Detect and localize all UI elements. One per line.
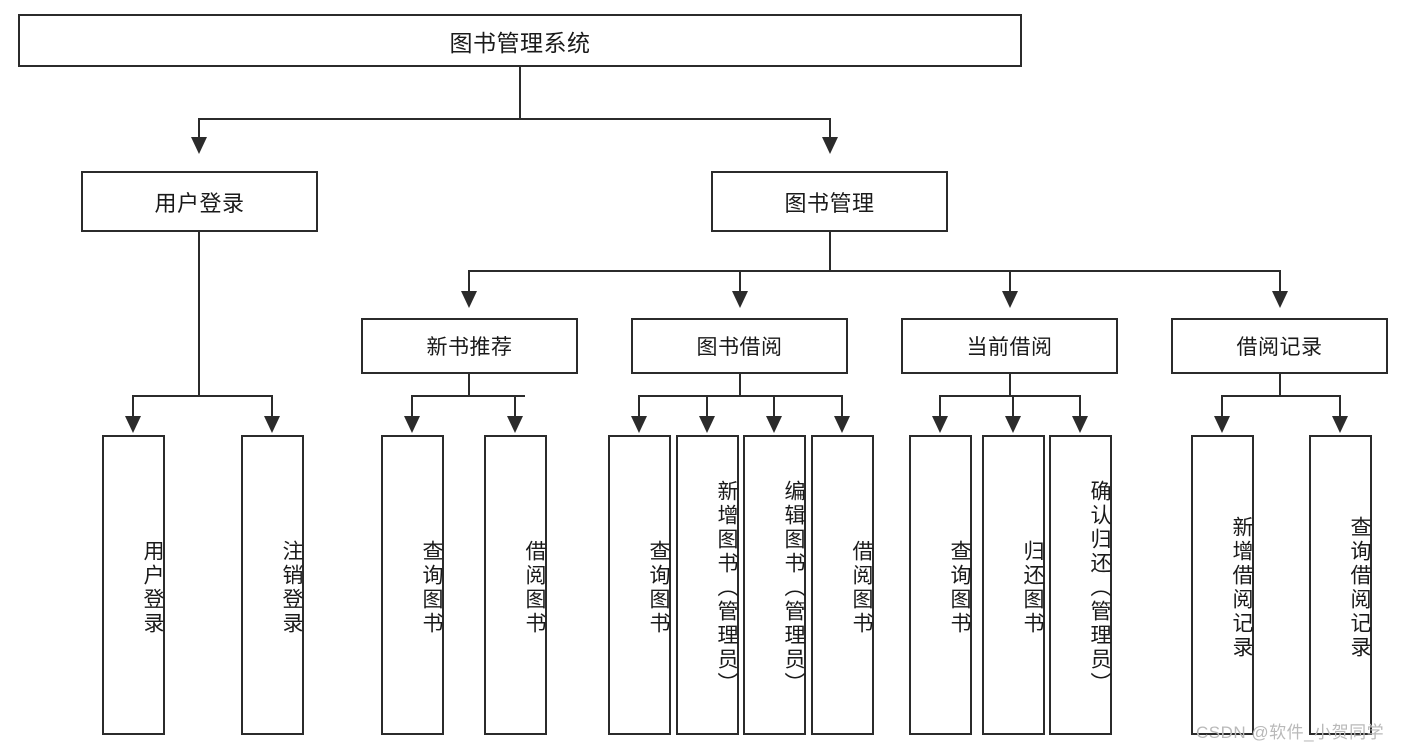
node-label: 新增借阅记录 (1230, 516, 1253, 660)
node-label: 查询图书 (948, 540, 971, 636)
arrow-to-new-book-rec (461, 291, 477, 308)
node-label: 确认归还（管理员） (1088, 480, 1111, 696)
edge-borrowrecord-bus (1221, 395, 1341, 397)
node-label: 图书管理系统 (449, 29, 591, 56)
edge-currentborrow-drop-1 (939, 395, 941, 417)
node-leaf-borrow-book-1[interactable]: 借阅图书 (484, 435, 547, 735)
node-leaf-add-book-admin[interactable]: 新增图书（管理员） (676, 435, 739, 735)
arrow-to-leaf-logout (264, 416, 280, 433)
node-root-system[interactable]: 图书管理系统 (18, 14, 1022, 67)
edge-bookborrow-drop-1 (638, 395, 640, 417)
edge-bookmanage-drop-1 (468, 270, 470, 292)
node-leaf-confirm-return-admin[interactable]: 确认归还（管理员） (1049, 435, 1112, 735)
edge-root-bus (198, 118, 831, 120)
edge-bookmanage-bus (468, 270, 1280, 272)
node-leaf-edit-book-admin[interactable]: 编辑图书（管理员） (743, 435, 806, 735)
edge-currentborrow-drop-3 (1079, 395, 1081, 417)
edge-bookborrow-trunk (739, 374, 741, 396)
arrow-to-leaf-query-record (1332, 416, 1348, 433)
edge-currentborrow-drop-2 (1012, 395, 1014, 417)
node-borrow-records[interactable]: 借阅记录 (1171, 318, 1388, 374)
arrow-to-leaf-return-book (1005, 416, 1021, 433)
edge-userlogin-trunk (198, 232, 200, 396)
edge-userlogin-bus (132, 395, 273, 397)
edge-borrowrecord-drop-1 (1221, 395, 1223, 417)
edge-newbook-drop-1 (411, 395, 413, 417)
edge-bookborrow-bus (638, 395, 842, 397)
arrow-to-leaf-query-book-1 (404, 416, 420, 433)
arrow-to-borrow-record (1272, 291, 1288, 308)
edge-root-drop-2 (829, 118, 831, 138)
edge-root-trunk (519, 67, 521, 119)
arrow-to-leaf-add-record (1214, 416, 1230, 433)
node-label: 借阅记录 (1236, 336, 1323, 359)
edge-userlogin-drop-2 (271, 395, 273, 417)
arrow-to-leaf-query-book-2 (631, 416, 647, 433)
arrow-to-leaf-borrow-book-1 (507, 416, 523, 433)
edge-newbook-bus (411, 395, 525, 397)
edge-bookborrow-drop-4 (841, 395, 843, 417)
arrow-to-leaf-query-book-3 (932, 416, 948, 433)
node-label: 用户登录 (141, 540, 164, 636)
node-leaf-query-book-3[interactable]: 查询图书 (909, 435, 972, 735)
edge-currentborrow-trunk (1009, 374, 1011, 396)
arrow-to-leaf-borrow-book-2 (834, 416, 850, 433)
edge-currentborrow-bus (939, 395, 1080, 397)
node-label: 注销登录 (280, 540, 303, 636)
edge-newbook-trunk (468, 374, 470, 396)
edge-bookmanage-drop-4 (1279, 270, 1281, 292)
edge-bookborrow-drop-3 (773, 395, 775, 417)
node-leaf-query-book-1[interactable]: 查询图书 (381, 435, 444, 735)
node-label: 当前借阅 (966, 336, 1053, 359)
edge-borrowrecord-drop-2 (1339, 395, 1341, 417)
node-label: 借阅图书 (523, 540, 546, 636)
edge-bookmanage-trunk (829, 232, 831, 271)
arrow-to-leaf-add-book (699, 416, 715, 433)
edge-bookborrow-drop-2 (706, 395, 708, 417)
edge-bookmanage-drop-2 (739, 270, 741, 292)
node-label: 用户登录 (154, 190, 245, 216)
node-book-borrowing[interactable]: 图书借阅 (631, 318, 848, 374)
node-label: 新书推荐 (426, 336, 513, 359)
edge-borrowrecord-trunk (1279, 374, 1281, 396)
node-leaf-add-borrow-record[interactable]: 新增借阅记录 (1191, 435, 1254, 735)
node-label: 查询图书 (647, 540, 670, 636)
arrow-to-book-borrow (732, 291, 748, 308)
node-book-management[interactable]: 图书管理 (711, 171, 948, 232)
arrow-to-book-manage (822, 137, 838, 154)
node-label: 图书借阅 (696, 336, 783, 359)
node-label: 图书管理 (784, 190, 875, 216)
edge-newbook-drop-2 (514, 395, 516, 417)
arrow-to-leaf-edit-book (766, 416, 782, 433)
node-leaf-query-book-2[interactable]: 查询图书 (608, 435, 671, 735)
node-leaf-query-borrow-record[interactable]: 查询借阅记录 (1309, 435, 1372, 735)
csdn-watermark: CSDN @软件_小贺同学 (1196, 723, 1385, 742)
node-label: 新增图书（管理员） (715, 480, 738, 696)
node-current-borrowing[interactable]: 当前借阅 (901, 318, 1118, 374)
node-label: 查询图书 (420, 540, 443, 636)
node-label: 编辑图书（管理员） (782, 480, 805, 696)
node-label: 查询借阅记录 (1348, 516, 1371, 660)
node-label: 借阅图书 (850, 540, 873, 636)
node-leaf-user-login[interactable]: 用户登录 (102, 435, 165, 735)
arrow-to-user-login (191, 137, 207, 154)
arrow-to-leaf-confirm-return (1072, 416, 1088, 433)
node-label: 归还图书 (1021, 540, 1044, 636)
arrow-to-current-borrow (1002, 291, 1018, 308)
edge-bookmanage-drop-3 (1009, 270, 1011, 292)
node-leaf-return-book[interactable]: 归还图书 (982, 435, 1045, 735)
arrow-to-leaf-user-login (125, 416, 141, 433)
edge-userlogin-drop-1 (132, 395, 134, 417)
node-user-login[interactable]: 用户登录 (81, 171, 318, 232)
node-new-book-recommend[interactable]: 新书推荐 (361, 318, 578, 374)
edge-root-drop-1 (198, 118, 200, 138)
node-leaf-logout[interactable]: 注销登录 (241, 435, 304, 735)
node-leaf-borrow-book-2[interactable]: 借阅图书 (811, 435, 874, 735)
